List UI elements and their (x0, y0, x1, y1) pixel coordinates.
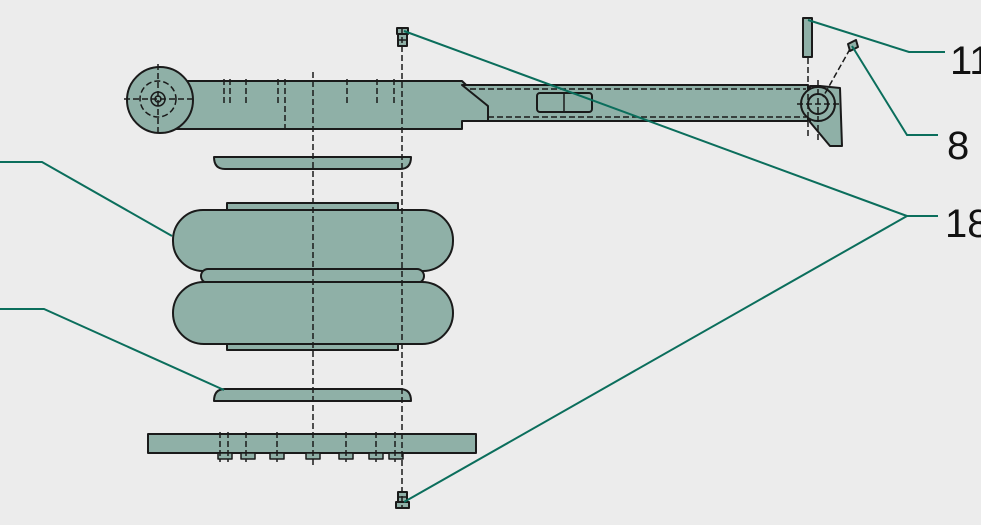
lower-plate (213, 388, 412, 402)
pivot-bushing (124, 64, 196, 136)
leader-line-lower-plate (0, 308, 225, 391)
end-bracket (797, 80, 843, 147)
bolt-head-7 (388, 452, 404, 460)
callout-label-8: 8 (947, 124, 969, 168)
callout-label-18: 18 (945, 202, 981, 246)
leader-line-8 (851, 45, 938, 136)
leader-line-bellows (0, 161, 173, 237)
leader-line-18-top (403, 30, 908, 217)
bolt-head-1 (217, 452, 233, 460)
callout-label-11: 11 (950, 39, 981, 83)
pin-11 (802, 17, 813, 58)
leader-line-18-bottom (403, 215, 908, 503)
mounting-base-plate (147, 432, 477, 462)
leader-line-11 (807, 19, 945, 53)
bolt-head-2 (240, 452, 256, 460)
trailing-arm (161, 79, 809, 130)
